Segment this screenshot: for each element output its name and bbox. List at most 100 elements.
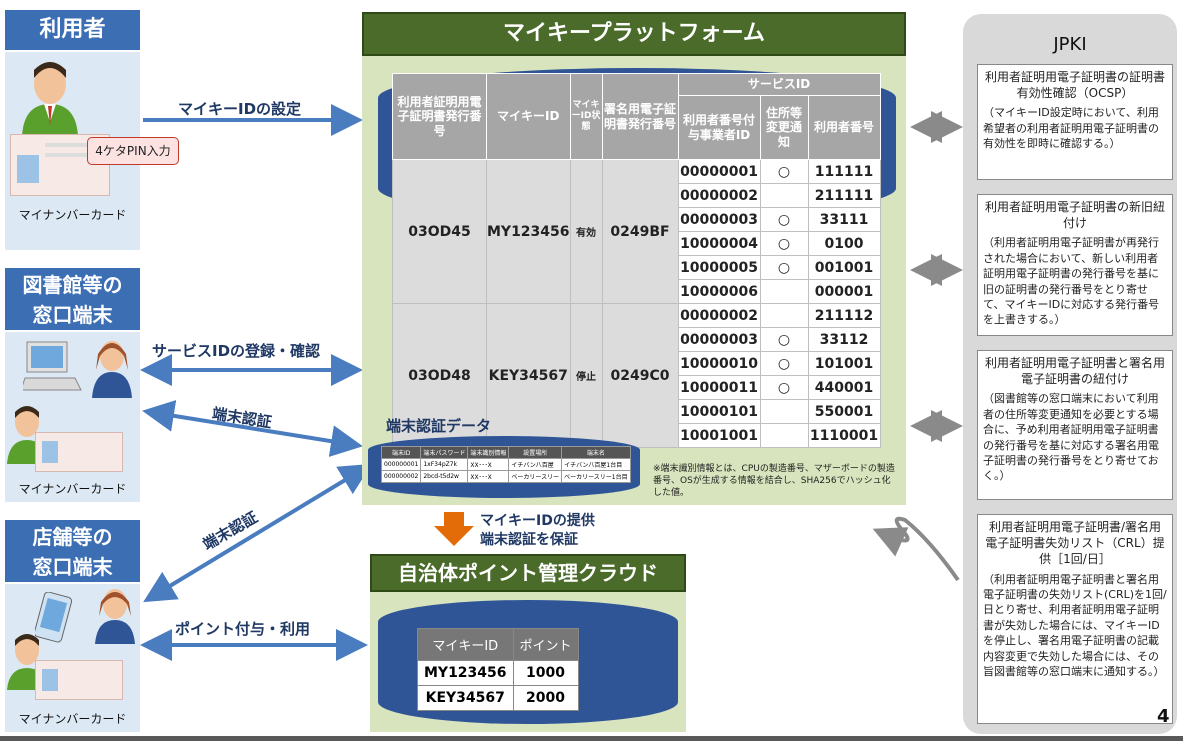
table-row: 00000003○33111 (393, 207, 881, 232)
store-title-line1: 店舗等の (32, 525, 113, 549)
platform-table-wrap: 利用者証明用電子証明書発行番号 マイキーID マイキーID状態 署名用電子証明書… (392, 73, 881, 448)
pin-input-label: 4ケタPIN入力 (87, 137, 179, 165)
provide-label-line2: 端末認証を保証 (480, 532, 578, 548)
jpki-box-title: 利用者証明用電子証明書の新旧紐付け (984, 200, 1165, 231)
card-label: マイナンバーカード (18, 482, 127, 496)
sign-serial-cell: 0249BF (601, 159, 679, 304)
user-number-cell: 33112 (807, 327, 881, 352)
notify-cell (759, 183, 809, 208)
bottom-rule (0, 736, 1183, 741)
notify-cell: ○ (759, 375, 809, 400)
table-row: 10000005○001001 (393, 255, 881, 280)
platform-table: 利用者証明用電子証明書発行番号 マイキーID マイキーID状態 署名用電子証明書… (392, 73, 881, 448)
header-mykey-id: マイキーID (486, 73, 571, 160)
header-user-number: 利用者番号 (807, 95, 881, 160)
auth-cell: 1xF34pZ7k (420, 458, 469, 471)
notify-cell (759, 303, 809, 328)
auth-header-cell: 端末パスワード (420, 446, 469, 459)
issuer-cell: 10001001 (677, 423, 761, 448)
library-title: 図書館等の 窓口端末 (5, 268, 140, 330)
header-address-change: 住所等変更通知 (759, 95, 809, 160)
platform-title: マイキープラットフォーム (362, 12, 906, 56)
cert-serial-cell: 03OD48 (392, 303, 487, 448)
user-number-cell: 1110001 (807, 423, 881, 448)
sign-serial-cell: 0249C0 (601, 303, 679, 448)
notify-cell: ○ (759, 207, 809, 232)
mykey-id-cell: KEY34567 (486, 303, 571, 448)
store-title: 店舗等の 窓口端末 (5, 520, 140, 582)
auth-cell: 000000001 (380, 458, 422, 471)
mynumber-card-icon (10, 134, 110, 196)
auth2-arrow (143, 463, 372, 603)
table-row: 00000003○33112 (393, 327, 881, 352)
page-number: 4 (1157, 706, 1170, 727)
jpki-curved-arrow (872, 516, 960, 582)
service-reg-label: サービスIDの登録・確認 (152, 342, 321, 360)
computer-icon (23, 341, 82, 391)
jpki-box-desc: （利用者証明用電子証明書が再発行された場合において、新しい利用者証明用電子証明書… (983, 236, 1160, 327)
store-panel: マイナンバーカード (5, 584, 140, 732)
auth-data-title: 端末認証データ (386, 417, 492, 435)
cloud-cell: KEY34567 (417, 685, 514, 711)
user-number-cell: 211111 (807, 183, 881, 208)
issuer-cell: 00000003 (677, 327, 761, 352)
issuer-cell: 10000010 (677, 351, 761, 376)
cloud-header-cell: ポイント (512, 628, 579, 661)
auth-header-cell: 端末名 (561, 446, 631, 459)
user-number-cell: 001001 (807, 255, 881, 280)
jpki-box-desc: （マイキーID設定時において、利用希望者の利用者証明用電子証明書の有効性を即時に… (983, 106, 1159, 151)
cert-serial-cell: 03OD45 (392, 159, 487, 304)
table-row: 10001001 1110001 (393, 423, 881, 448)
auth-cell: ベーカリースリー (508, 470, 563, 483)
notify-cell: ○ (759, 351, 809, 376)
issuer-cell: 10000101 (677, 399, 761, 424)
notify-cell (759, 399, 809, 424)
jpki-box: 利用者証明用電子証明書/署名用電子証明書失効リスト（CRL）提供［1回/日］（利… (977, 514, 1173, 724)
user-number-cell: 440001 (807, 375, 881, 400)
cloud-cell: 1000 (512, 660, 579, 686)
user-number-cell: 101001 (807, 351, 881, 376)
auth-cell: XX･･･X (467, 458, 510, 471)
card-label: マイナンバーカード (18, 208, 127, 222)
provide-label: マイキーIDの提供 端末認証を保証 (480, 512, 595, 550)
notify-cell (759, 423, 809, 448)
user-number-cell: 0100 (807, 231, 881, 256)
header-service-id: サービスID (677, 73, 881, 96)
auth-cell: イチバン八百屋1台目 (561, 458, 631, 471)
user-number-cell: 550001 (807, 399, 881, 424)
auth-header-cell: 端末ID (380, 446, 422, 459)
card-label: マイナンバーカード (18, 712, 127, 726)
status-cell: 有効 (569, 159, 603, 304)
tablet-icon (35, 592, 73, 643)
header-status: マイキーID状態 (569, 73, 603, 160)
jpki-list: 利用者証明用電子証明書の証明書有効性確認（OCSP）（マイキーID設定時において… (977, 64, 1173, 724)
user-number-cell: 211112 (807, 303, 881, 328)
jpki-title: JPKI (1053, 34, 1087, 55)
auth-cell: 000000002 (380, 470, 422, 483)
person-icon (22, 62, 78, 136)
cloud-cell: 2000 (512, 685, 579, 711)
notify-cell: ○ (759, 159, 809, 184)
status-cell: 停止 (569, 303, 603, 448)
auth-cell: イチバン八百屋 (508, 458, 563, 471)
staff-icon (95, 589, 135, 644)
jpki-box-desc: （利用者証明用電子証明書と署名用電子証明書の失効リスト(CRL)を1回/日とり寄… (983, 572, 1167, 678)
provide-down-arrow (434, 512, 474, 546)
auth-cell: XX･･･X (467, 470, 510, 483)
cloud-cell: MY123456 (417, 660, 514, 686)
auth-cell: 2bcd-t5d2w (420, 470, 469, 483)
library-title-line1: 図書館等の (22, 273, 123, 297)
issuer-cell: 00000002 (677, 303, 761, 328)
table-row: 10000101 550001 (393, 399, 881, 424)
store-title-line2: 窓口端末 (32, 555, 113, 579)
